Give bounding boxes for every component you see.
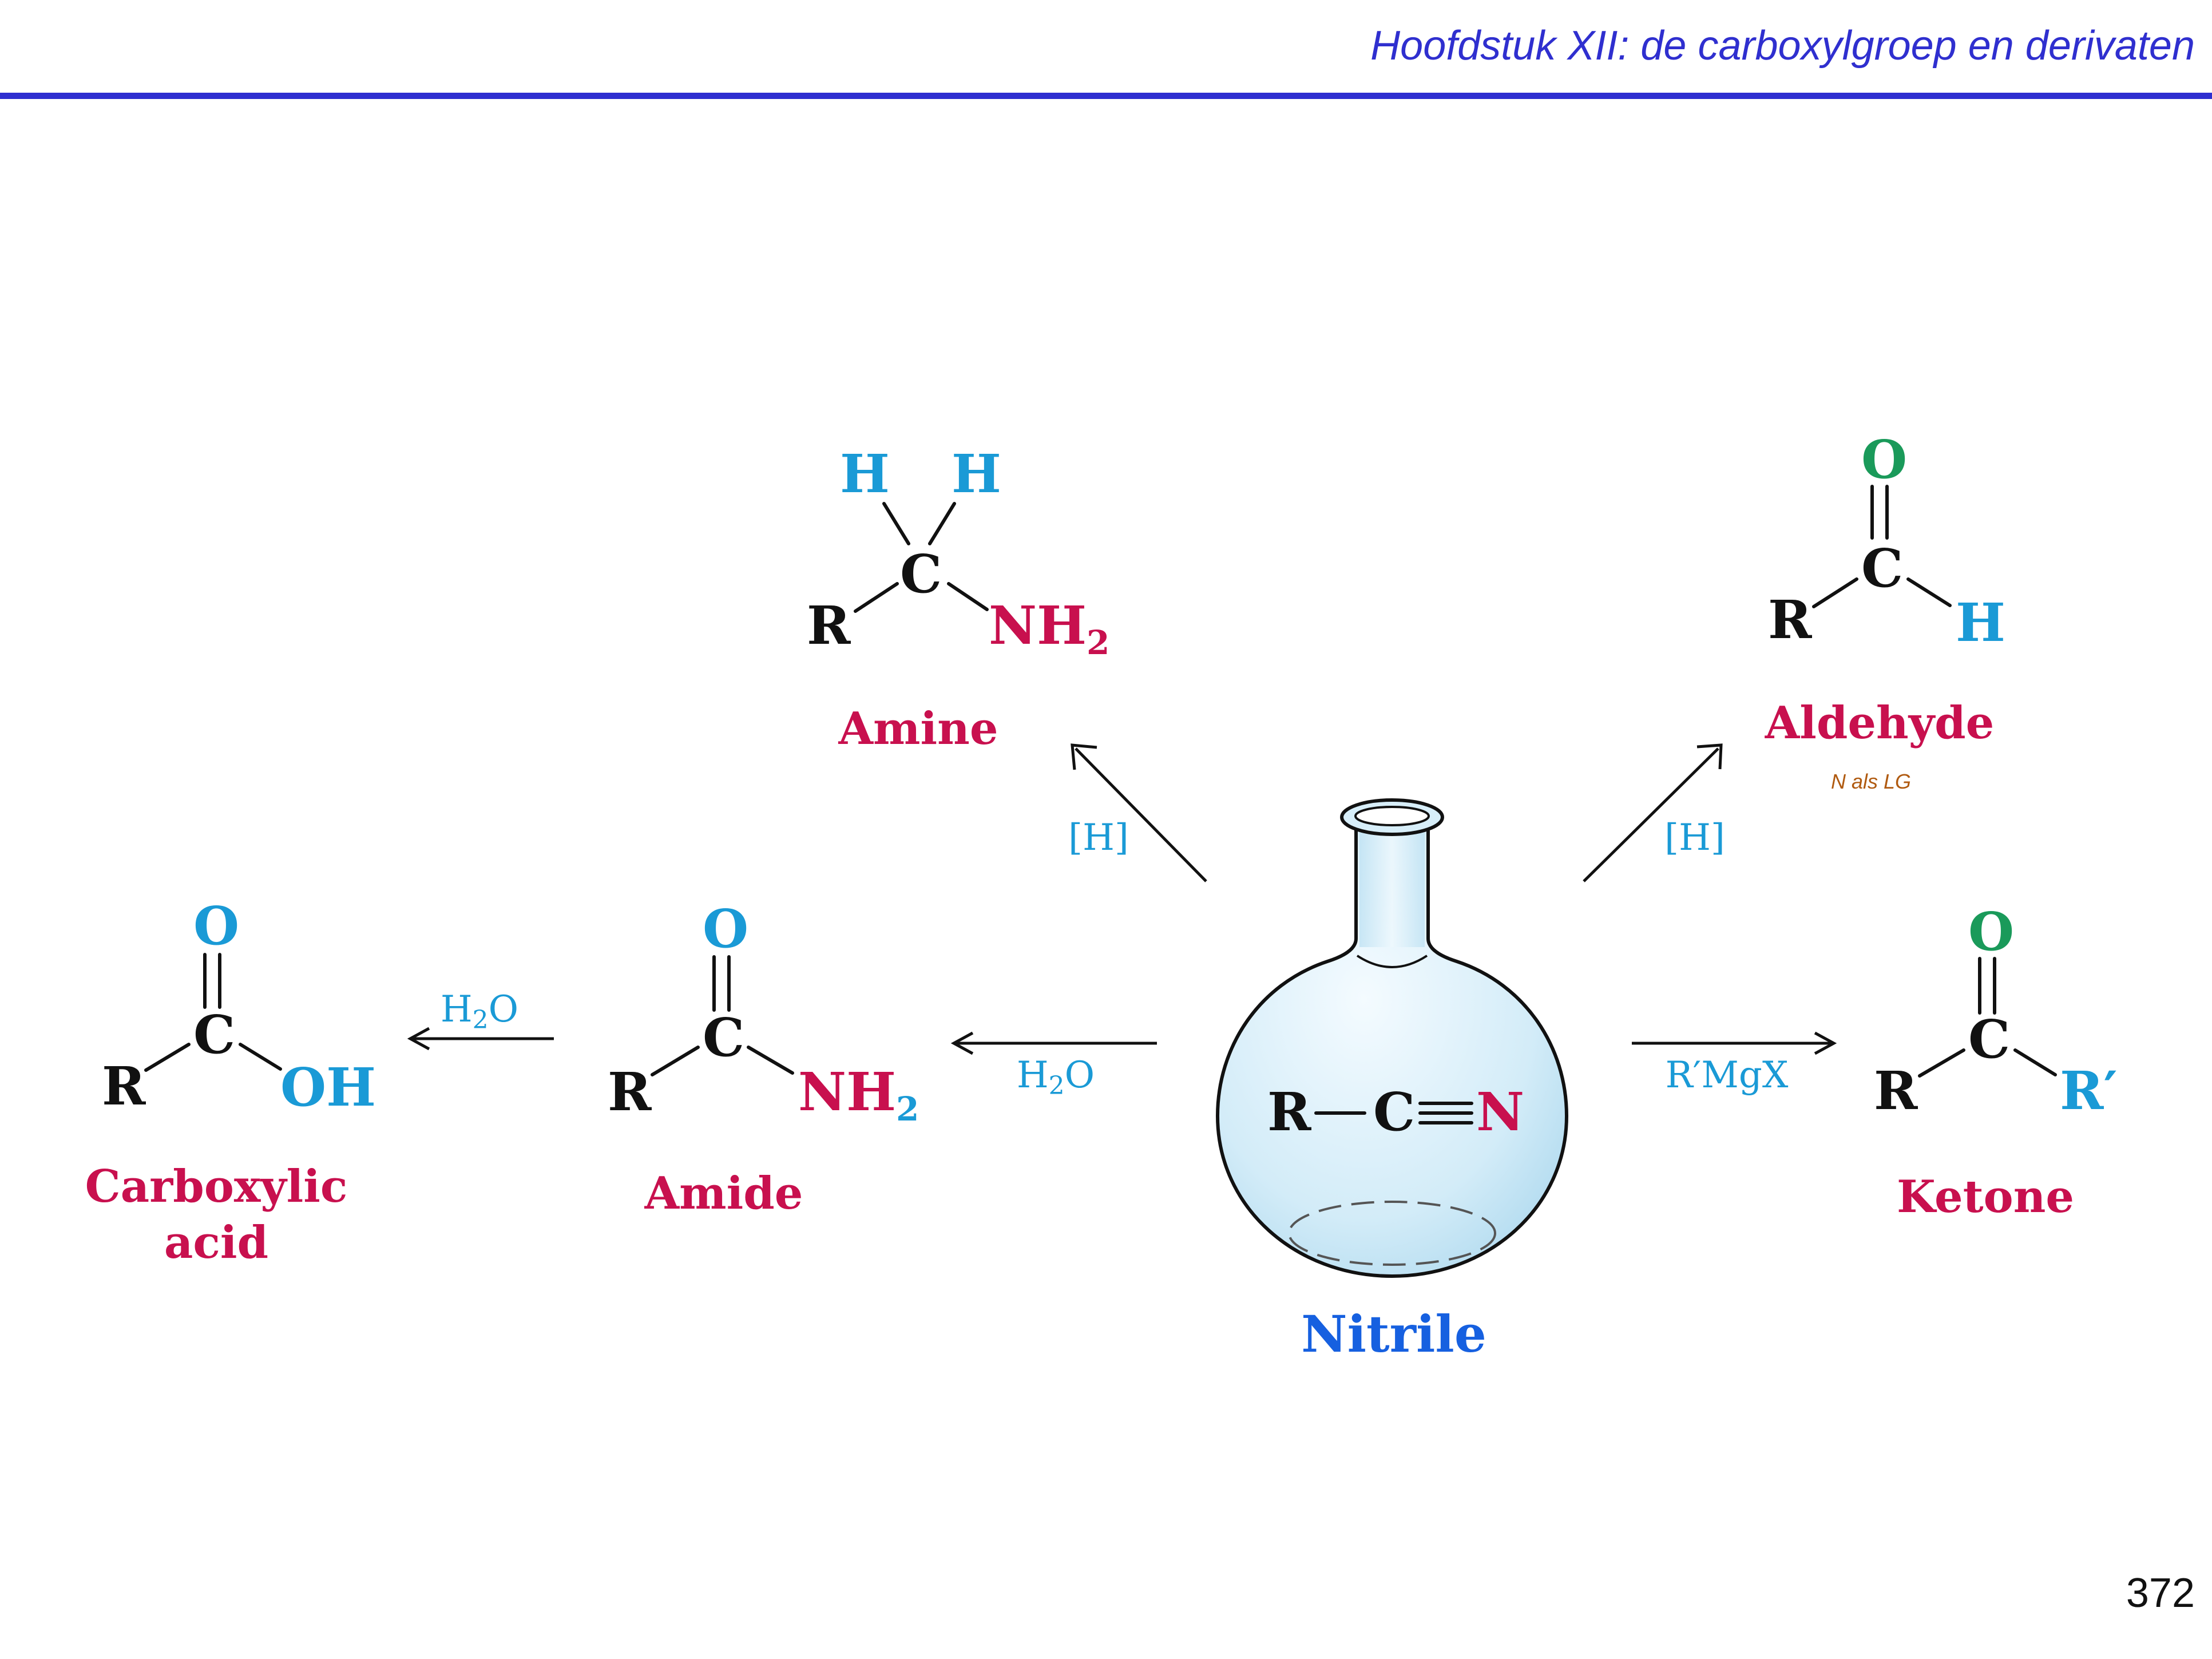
svg-text:NH2: NH2: [989, 595, 1109, 662]
carboxylic-acid-reagent: H2O: [441, 988, 518, 1035]
svg-text:OH: OH: [280, 1056, 376, 1118]
svg-text:O: O: [1861, 429, 1907, 490]
amine-label: Amine: [838, 703, 998, 755]
svg-text:R: R: [102, 1055, 146, 1117]
aldehyde-structure: O C R H: [1768, 429, 2005, 654]
amide-label: Amide: [644, 1167, 803, 1219]
round-bottom-flask-icon: [1215, 798, 1569, 1278]
carboxylic-acid-structure: O C R OH: [102, 895, 376, 1118]
header-rule: [0, 93, 2212, 99]
nitrile-structure: R C N: [1267, 1081, 1524, 1143]
aldehyde-reagent: [H]: [1664, 817, 1725, 859]
svg-text:C: C: [193, 1004, 235, 1066]
nitrile-label: Nitrile: [1301, 1304, 1486, 1364]
ketone-label: Ketone: [1897, 1171, 2074, 1223]
nitrile-n: N: [1476, 1081, 1524, 1143]
svg-text:H: H: [1956, 592, 2005, 654]
aldehyde-handwritten-note: N als LG: [1831, 770, 1911, 793]
nitrile-r: R: [1267, 1081, 1311, 1143]
ketone-structure: O C R R′: [1874, 901, 2118, 1122]
arrow-to-amide: [950, 1031, 1157, 1055]
arrow-to-amine: [1071, 743, 1207, 882]
svg-text:C: C: [900, 543, 942, 605]
carboxylic-acid-label-line2: acid: [164, 1217, 268, 1269]
svg-text:O: O: [193, 895, 239, 957]
header-title: Hoofdstuk XII: de carboxylgroep en deriv…: [1370, 23, 2195, 69]
svg-text:O: O: [1968, 901, 2014, 963]
amide-structure: O C R NH2: [608, 898, 919, 1129]
arrow-to-ketone: [1632, 1031, 1837, 1055]
svg-text:H: H: [840, 443, 890, 505]
svg-text:NH2: NH2: [798, 1061, 919, 1129]
arrow-to-carboxylic-acid: [407, 1027, 554, 1051]
svg-text:H: H: [952, 443, 1001, 505]
amine-structure: H H C R NH2: [807, 443, 1109, 662]
nitrile-c: C: [1373, 1081, 1415, 1143]
amide-reagent: H2O: [1017, 1054, 1095, 1100]
svg-text:O: O: [703, 898, 748, 960]
arrow-to-aldehyde: [1583, 743, 1723, 882]
aldehyde-label: Aldehyde: [1765, 697, 1995, 749]
amine-reagent: [H]: [1068, 817, 1129, 859]
page-number: 372: [2126, 1570, 2195, 1616]
svg-text:C: C: [1968, 1008, 2010, 1070]
svg-text:R: R: [1874, 1060, 1918, 1122]
svg-text:C: C: [703, 1007, 744, 1068]
svg-text:R: R: [1768, 589, 1812, 651]
svg-text:R′: R′: [2060, 1060, 2118, 1122]
carboxylic-acid-label-line1: Carboxylic: [85, 1161, 348, 1213]
svg-text:C: C: [1861, 537, 1903, 599]
svg-text:R: R: [608, 1061, 652, 1123]
ketone-reagent: R′MgX: [1666, 1054, 1789, 1096]
svg-text:R: R: [807, 595, 851, 656]
